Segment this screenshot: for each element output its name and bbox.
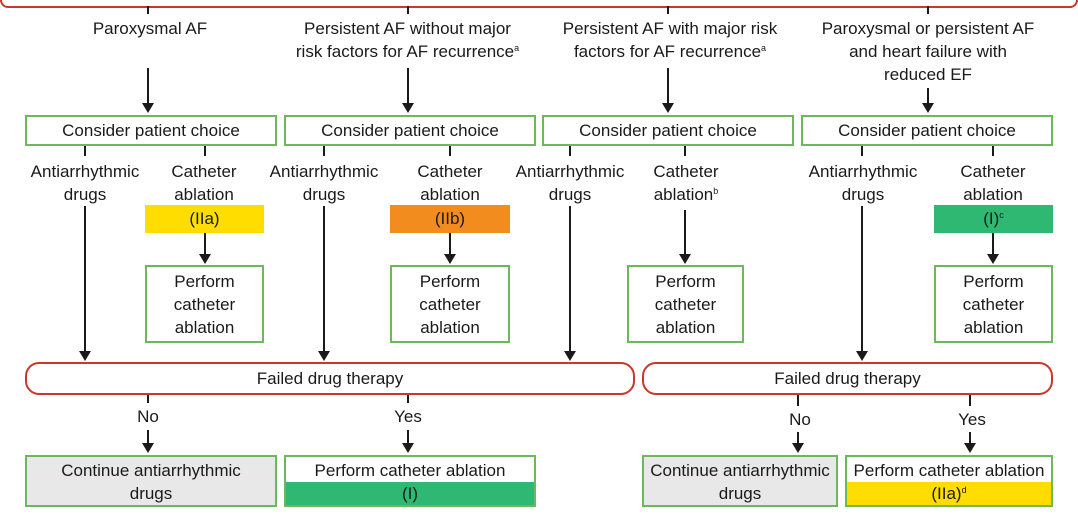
class-badge-1: (IIa) [145, 205, 264, 233]
condition-paroxysmal-af: Paroxysmal AF [92, 19, 208, 38]
failed-drug-therapy-left: Failed drug therapy [25, 362, 635, 395]
arrow-head-47 [964, 443, 976, 453]
arrow-head-35 [679, 254, 691, 264]
arrow-head-29 [199, 254, 211, 264]
perform-ablation-outcome-box-right: Perform catheter ablation (IIa)d [845, 455, 1053, 507]
arrow-head-43 [402, 443, 414, 453]
arrow-head-33 [987, 254, 999, 264]
yes-label-left: Yes [394, 407, 422, 426]
perform-ablation-outcome-label-left: Perform catheter ablation [314, 461, 506, 480]
consider-patient-choice-box-3: Consider patient choice [542, 115, 794, 146]
consider-patient-choice-label-2: Consider patient choice [321, 121, 499, 140]
ablation-option-label-3: Catheter ablationb [653, 162, 719, 204]
consider-patient-choice-label-3: Consider patient choice [579, 121, 757, 140]
consider-patient-choice-box-2: Consider patient choice [284, 115, 536, 146]
arrow-head-7 [402, 103, 414, 113]
arrow-head-25 [564, 351, 576, 361]
class-badge-4: (I)c [934, 205, 1053, 233]
perform-ablation-outcome-box-left: Perform catheter ablation (I) [284, 455, 536, 507]
arrow-head-5 [142, 103, 154, 113]
condition-persistent-af-without-risk: Persistent AF without major risk factors… [295, 19, 520, 61]
arrow-head-9 [662, 103, 674, 113]
arrow-head-21 [79, 351, 91, 361]
arrow-head-31 [444, 254, 456, 264]
no-label-right: No [789, 410, 811, 429]
condition-af-heart-failure: Paroxysmal or persistent AF and heart fa… [821, 19, 1035, 84]
no-label-left: No [137, 407, 159, 426]
consider-patient-choice-label-1: Consider patient choice [62, 121, 240, 140]
consider-patient-choice-label-4: Consider patient choice [838, 121, 1016, 140]
arrow-head-45 [792, 443, 804, 453]
yes-label-right: Yes [958, 410, 986, 429]
arrow-head-41 [142, 443, 154, 453]
outcome-class-badge-left: (I) [286, 482, 534, 505]
class-badge-2: (IIb) [390, 205, 510, 233]
perform-ablation-outcome-label-right: Perform catheter ablation [853, 461, 1045, 480]
consider-patient-choice-box-1: Consider patient choice [25, 115, 277, 146]
failed-drug-therapy-right: Failed drug therapy [642, 362, 1053, 395]
arrow-head-11 [922, 103, 934, 113]
outcome-class-badge-right: (IIa)d [847, 482, 1051, 505]
arrow-head-27 [856, 351, 868, 361]
condition-persistent-af-with-risk: Persistent AF with major risk factors fo… [562, 19, 778, 61]
arrow-head-23 [318, 351, 330, 361]
consider-patient-choice-box-4: Consider patient choice [801, 115, 1053, 146]
